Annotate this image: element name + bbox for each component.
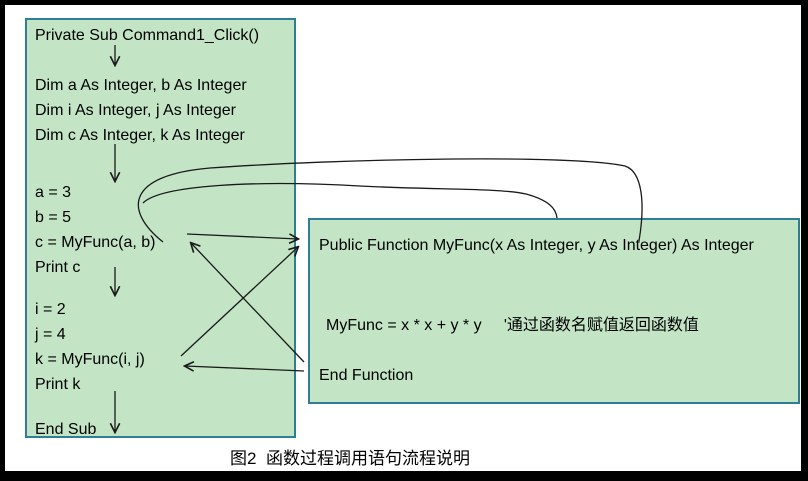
code-line-end-function: End Function [319, 367, 414, 384]
sub-procedure-box: Private Sub Command1_Click() Dim a As In… [25, 18, 296, 438]
code-line-dim-ck: Dim c As Integer, k As Integer [35, 127, 245, 144]
code-line-dim-ij: Dim i As Integer, j As Integer [35, 102, 236, 119]
code-line-public-function: Public Function MyFunc(x As Integer, y A… [319, 237, 754, 254]
code-line-print-c: Print c [35, 259, 81, 276]
code-line-dim-ab: Dim a As Integer, b As Integer [35, 77, 247, 94]
code-line-i-assign: i = 2 [35, 301, 66, 318]
code-line-myfunc-assign: MyFunc = x * x + y * y '通过函数名赋值返回函数值 [326, 317, 699, 334]
function-procedure-box: Public Function MyFunc(x As Integer, y A… [308, 218, 800, 404]
code-line-print-k: Print k [35, 376, 81, 393]
code-line-k-call: k = MyFunc(i, j) [35, 351, 145, 368]
code-line-c-call: c = MyFunc(a, b) [35, 234, 156, 251]
code-line-b-assign: b = 5 [35, 209, 72, 226]
code-line-private-sub: Private Sub Command1_Click() [35, 27, 260, 44]
figure-caption: 图2 函数过程调用语句流程说明 [230, 449, 470, 468]
code-line-a-assign: a = 3 [35, 184, 72, 201]
code-line-j-assign: j = 4 [35, 326, 66, 343]
code-line-end-sub: End Sub [35, 421, 97, 438]
